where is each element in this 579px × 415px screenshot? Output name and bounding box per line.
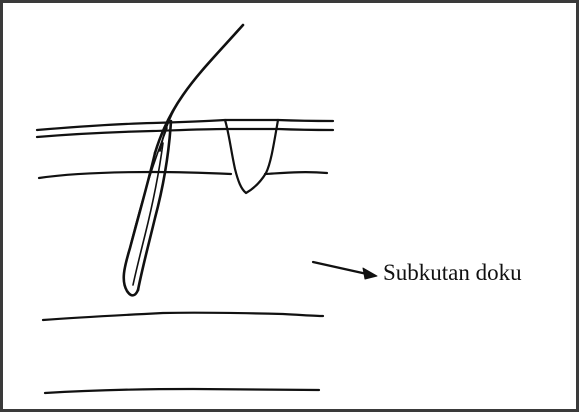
dermis-boundary-line xyxy=(39,172,231,178)
pore-opening xyxy=(225,120,278,193)
annotation-arrow-head xyxy=(363,268,377,279)
hair-bulb-line xyxy=(133,143,163,285)
subcutaneous-line-upper xyxy=(43,313,323,320)
hair-shaft xyxy=(155,25,243,153)
skin-layers-diagram xyxy=(3,3,579,415)
epidermis-surface-line-lower xyxy=(37,129,333,137)
annotation-arrow-line xyxy=(313,262,367,274)
subcutaneous-line-lower xyxy=(45,389,319,393)
subcutaneous-label: Subkutan doku xyxy=(383,259,522,287)
dermis-boundary-line-right xyxy=(265,172,327,174)
hair-follicle-inner xyxy=(138,121,171,290)
